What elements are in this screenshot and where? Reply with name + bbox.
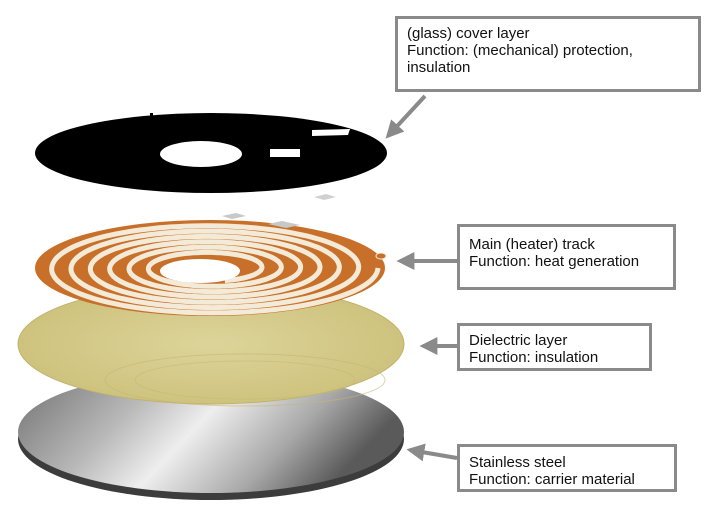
stainless-steel-disc <box>18 371 404 500</box>
heater-track-function: Function: heat generation <box>469 253 640 270</box>
dielectric-layer-title: Dielectric layer <box>469 332 568 349</box>
cover-layer-title: (glass) cover layer <box>407 25 530 42</box>
callout-arrows <box>385 94 458 462</box>
dielectric-layer-disc <box>17 283 405 407</box>
heater-track-spiral <box>35 220 387 316</box>
cover-layer-function-line-2: insulation <box>407 59 471 76</box>
heater-center-hole <box>160 259 240 283</box>
stainless-steel-function: Function: carrier material <box>469 471 635 488</box>
heater-track-title: Main (heater) track <box>469 236 595 253</box>
callout-stainless-steel: Stainless steel Function: carrier materi… <box>457 444 677 492</box>
dielectric-layer-function: Function: insulation <box>469 349 599 366</box>
arrow-to-steel <box>406 443 458 462</box>
arrow-to-cover <box>385 94 427 139</box>
heater-track-gap <box>49 223 381 316</box>
contact-pads <box>222 194 336 228</box>
callout-heater-track: Main (heater) track Function: heat gener… <box>457 224 676 290</box>
cover-layer-function-line-1: Function: (mechanical) protection, <box>407 42 633 59</box>
callout-cover-layer: (glass) cover layer Function: (mechanica… <box>395 16 701 92</box>
heater-terminal <box>375 252 387 260</box>
callout-dielectric-layer: Dielectric layer Function: insulation <box>457 323 652 371</box>
glass-cover-layer-disc <box>35 113 387 193</box>
stainless-steel-title: Stainless steel <box>469 454 566 471</box>
